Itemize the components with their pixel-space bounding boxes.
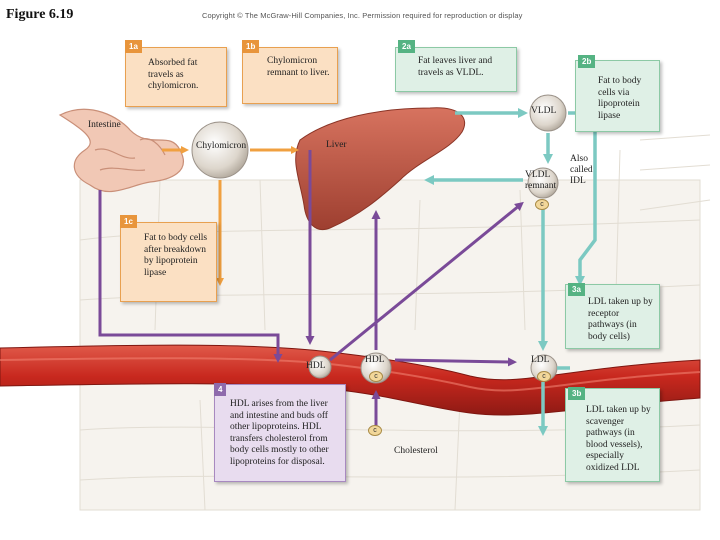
hdl-sphere [360, 352, 392, 384]
step-3b-text: LDL taken up by scavenger pathways (in b… [586, 405, 651, 473]
intestine-illustration [58, 108, 184, 193]
vldl-label: VLDL [531, 106, 557, 116]
step-4-tag: 4 [214, 383, 227, 396]
figure-title: Figure 6.19 [6, 7, 74, 22]
intestine-label: Intestine [88, 120, 121, 130]
step-1b-callout: 1b Chylomicron remnant to liver. [242, 40, 338, 104]
copyright-notice: Copyright © The McGraw-Hill Companies, I… [202, 11, 523, 20]
step-3b-callout: 3b LDL taken up by scavenger pathways (i… [565, 387, 660, 482]
step-3a-callout: 3a LDL taken up by receptor pathways (in… [565, 283, 660, 349]
hdl-sphere-vessel [308, 355, 332, 379]
also-called-idl-label: Also called IDL [570, 154, 593, 186]
step-2b-tag: 2b [578, 55, 596, 68]
chylomicron-label: Chylomicron [196, 141, 247, 151]
step-2b-callout: 2b Fat to body cells via lipoprotein lip… [575, 55, 660, 132]
cholesterol-badge-hdl: c [369, 371, 383, 382]
vldl-ldl-arrows [424, 108, 616, 436]
step-4-callout: 4 HDL arises from the liver and intestin… [214, 383, 346, 482]
ldl-label: LDL [531, 355, 550, 365]
step-2a-callout: 2a Fat leaves liver and travels as VLDL. [395, 40, 517, 92]
step-4-text: HDL arises from the liver and intestine … [230, 399, 329, 467]
step-3a-text: LDL taken up by receptor pathways (in bo… [588, 297, 653, 342]
step-3a-tag: 3a [568, 283, 585, 296]
step-2b-text: Fat to body cells via lipoprotein lipase [598, 76, 642, 121]
step-1c-tag: 1c [120, 215, 137, 228]
step-1a-text: Absorbed fat travels as chylomicron. [148, 58, 199, 91]
step-2a-text: Fat leaves liver and travels as VLDL. [418, 56, 493, 78]
step-3b-tag: 3b [568, 387, 586, 400]
hdl-arrows [98, 150, 524, 430]
step-1b-text: Chylomicron remnant to liver. [267, 56, 330, 78]
cholesterol-badge-free: c [368, 425, 382, 436]
cholesterol-badge-vldl-remnant: c [535, 199, 549, 210]
vldl-sphere [529, 94, 567, 132]
chylomicron-arrows [162, 146, 299, 286]
hdl-label: HDL [365, 355, 385, 365]
liver-illustration [295, 107, 466, 230]
step-1c-text: Fat to body cells after breakdown by lip… [144, 233, 208, 278]
cholesterol-label: Cholesterol [394, 446, 438, 456]
hdl-vessel-label: HDL [306, 361, 326, 371]
step-2a-tag: 2a [398, 40, 415, 53]
step-1c-callout: 1c Fat to body cells after breakdown by … [120, 215, 217, 302]
cholesterol-badge-ldl: c [537, 371, 551, 382]
step-1a-callout: 1a Absorbed fat travels as chylomicron. [125, 40, 227, 107]
vldl-remnant-sphere [527, 167, 559, 199]
vldl-remnant-label: VLDL remnant [525, 170, 557, 191]
liver-label: Liver [326, 140, 347, 150]
step-1a-tag: 1a [125, 40, 142, 53]
step-1b-tag: 1b [242, 40, 260, 53]
chylomicron-sphere [191, 121, 249, 179]
